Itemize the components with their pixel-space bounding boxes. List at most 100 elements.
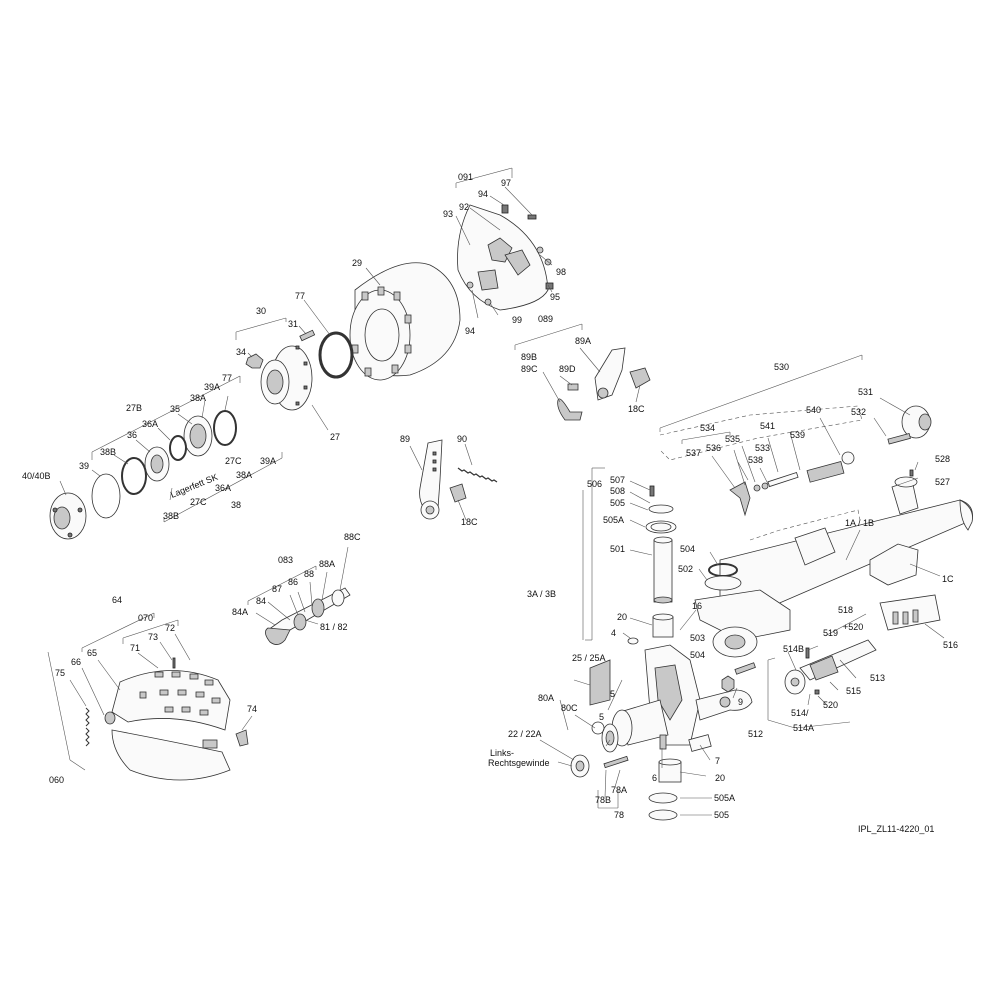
label-531: 531 — [858, 387, 873, 397]
label-74: 74 — [247, 704, 257, 714]
label-3A-3B: 3A / 3B — [527, 589, 556, 599]
label-27: 27 — [330, 432, 340, 442]
label-516: 516 — [943, 640, 958, 650]
label-25-25A: 25 / 25A — [572, 653, 606, 663]
label-lagerfett: Lagerfett SK — [169, 472, 219, 500]
axle-beam — [659, 354, 973, 658]
label-540: 540 — [806, 405, 821, 415]
label-95: 95 — [550, 292, 560, 302]
label-78B: 78B — [595, 795, 611, 805]
label-66: 66 — [71, 657, 81, 667]
label-18C-top: 18C — [628, 404, 645, 414]
label-84A: 84A — [232, 607, 248, 617]
label-520: 520 — [823, 700, 838, 710]
label-77-left: 77 — [222, 373, 232, 383]
king-pin-stack — [582, 467, 742, 645]
return-springs — [85, 707, 90, 747]
label-88: 88 — [304, 569, 314, 579]
label-38B-bottom: 38B — [163, 511, 179, 521]
label-38B-top: 38B — [100, 447, 116, 457]
label-530: 530 — [774, 362, 789, 372]
label-89: 89 — [400, 434, 410, 444]
label-65: 65 — [87, 648, 97, 658]
label-9: 9 — [738, 697, 743, 707]
label-38A-top: 38A — [190, 393, 206, 403]
label-92: 92 — [459, 202, 469, 212]
label-75: 75 — [55, 668, 65, 678]
label-31: 31 — [288, 319, 298, 329]
label-94-bottom: 94 — [465, 326, 475, 336]
label-091: 091 — [458, 172, 473, 182]
label-089: 089 — [538, 314, 553, 324]
label-506: 506 — [587, 479, 602, 489]
label-89A: 89A — [575, 336, 591, 346]
label-6: 6 — [652, 773, 657, 783]
label-536: 536 — [706, 443, 721, 453]
label-4: 4 — [611, 628, 616, 638]
label-532: 532 — [851, 407, 866, 417]
label-20-bottom: 20 — [715, 773, 725, 783]
label-501: 501 — [610, 544, 625, 554]
label-88C: 88C — [344, 532, 361, 542]
label-94-top: 94 — [478, 189, 488, 199]
label-35: 35 — [170, 404, 180, 414]
label-86: 86 — [288, 577, 298, 587]
label-77-top: 77 — [295, 291, 305, 301]
label-78: 78 — [614, 810, 624, 820]
label-535: 535 — [725, 434, 740, 444]
hub-cap — [49, 492, 87, 540]
brake-shoe-assembly — [47, 612, 253, 781]
label-20-top: 20 — [617, 612, 627, 622]
label-504-top: 504 — [680, 544, 695, 554]
label-507: 507 — [610, 475, 625, 485]
label-36: 36 — [127, 430, 137, 440]
label-80C: 80C — [561, 703, 578, 713]
label-060: 060 — [49, 775, 64, 785]
steering-knuckle — [539, 644, 756, 821]
label-36A-bottom: 36A — [215, 483, 231, 493]
label-5-bottom: 5 — [610, 689, 615, 699]
label-541: 541 — [760, 421, 775, 431]
label-505-top: 505 — [610, 498, 625, 508]
label-39A-top: 39A — [204, 382, 220, 392]
label-513: 513 — [870, 673, 885, 683]
tie-rod-end — [767, 613, 877, 729]
stud-bolt — [299, 329, 316, 342]
brake-drum — [349, 262, 461, 381]
label-518: 518 — [838, 605, 853, 615]
label-links: Links- — [490, 748, 514, 758]
label-514B: 514B — [783, 644, 804, 654]
label-533: 533 — [755, 443, 770, 453]
spring — [457, 467, 498, 483]
label-27C-top: 27C — [225, 456, 242, 466]
label-7: 7 — [715, 756, 720, 766]
label-27C-bottom: 27C — [190, 497, 207, 507]
label-505A-top: 505A — [603, 515, 624, 525]
slack-adjuster-lower — [409, 439, 498, 521]
label-505A-bottom: 505A — [714, 793, 735, 803]
brake-anchor-plate — [455, 167, 554, 319]
label-508: 508 — [610, 486, 625, 496]
label-rechtsgewinde: Rechtsgewinde — [488, 758, 550, 768]
label-528: 528 — [935, 454, 950, 464]
label-30: 30 — [256, 306, 266, 316]
label-40-40B: 40/40B — [22, 471, 51, 481]
label-22-22A: 22 / 22A — [508, 729, 542, 739]
label-1C: 1C — [942, 574, 954, 584]
label-519: 519 — [823, 628, 838, 638]
label-78A: 78A — [611, 785, 627, 795]
label-99: 99 — [512, 315, 522, 325]
label-16: 16 — [692, 601, 702, 611]
label-81-82: 81 / 82 — [320, 622, 348, 632]
wheel-hub-assembly — [235, 299, 354, 431]
label-36A-top: 36A — [142, 419, 158, 429]
label-80A: 80A — [538, 693, 554, 703]
label-5-top: 5 — [599, 712, 604, 722]
label-505-bottom: 505 — [714, 810, 729, 820]
label-534: 534 — [700, 423, 715, 433]
label-84: 84 — [256, 596, 266, 606]
brake-chamber-tierod — [681, 397, 932, 517]
label-504-bottom: 504 — [690, 650, 705, 660]
camshaft-assembly — [247, 546, 351, 645]
label-39A-bottom: 39A — [260, 456, 276, 466]
